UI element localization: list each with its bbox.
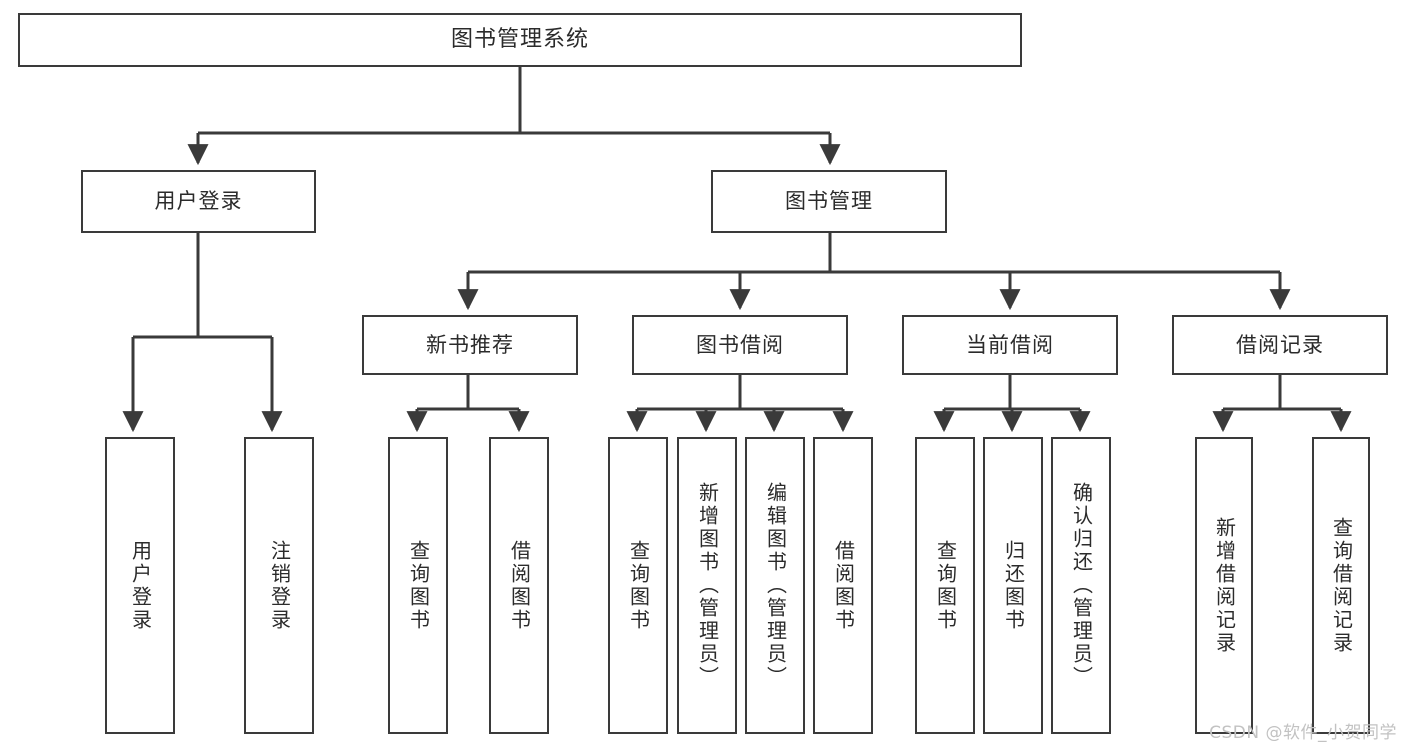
leaf-edit-book-admin[interactable]: 编辑图书（管理员） [745,437,805,734]
node-label: 查询图书 [626,539,651,632]
node-label: 图书借阅 [696,332,784,357]
leaf-logout[interactable]: 注销登录 [244,437,314,734]
node-label: 编辑图书（管理员） [763,482,788,689]
node-label: 当前借阅 [966,332,1054,357]
node-label: 注销登录 [267,539,292,632]
leaf-borrow-book-recommend[interactable]: 借阅图书 [489,437,549,734]
node-current-borrow[interactable]: 当前借阅 [902,315,1118,375]
node-label: 新书推荐 [426,332,514,357]
leaf-borrow-book[interactable]: 借阅图书 [813,437,873,734]
node-label: 查询图书 [406,539,431,632]
leaf-return-book[interactable]: 归还图书 [983,437,1043,734]
node-label: 借阅记录 [1236,332,1324,357]
node-label: 图书管理 [785,189,873,214]
node-borrow-record[interactable]: 借阅记录 [1172,315,1388,375]
leaf-add-borrow-record[interactable]: 新增借阅记录 [1195,437,1253,734]
leaf-query-book-borrow[interactable]: 查询图书 [608,437,668,734]
node-root-book-management-system[interactable]: 图书管理系统 [18,13,1022,67]
leaf-query-borrow-record[interactable]: 查询借阅记录 [1312,437,1370,734]
node-user-login[interactable]: 用户登录 [81,170,316,233]
leaf-query-book-recommend[interactable]: 查询图书 [388,437,448,734]
node-book-management[interactable]: 图书管理 [711,170,947,233]
node-label: 归还图书 [1001,539,1026,632]
node-label: 新增借阅记录 [1212,516,1237,655]
node-label: 图书管理系统 [450,27,589,53]
leaf-add-book-admin[interactable]: 新增图书（管理员） [677,437,737,734]
node-label: 用户登录 [128,539,153,632]
node-label: 借阅图书 [507,539,532,632]
watermark-csdn: CSDN @软件_小贺同学 [1209,723,1397,743]
node-label: 确认归还（管理员） [1069,482,1094,689]
node-label: 新增图书（管理员） [695,482,720,689]
leaf-confirm-return-admin[interactable]: 确认归还（管理员） [1051,437,1111,734]
node-label: 查询图书 [933,539,958,632]
node-book-borrow[interactable]: 图书借阅 [632,315,848,375]
node-label: 查询借阅记录 [1329,516,1354,655]
node-new-book-recommend[interactable]: 新书推荐 [362,315,578,375]
leaf-user-login[interactable]: 用户登录 [105,437,175,734]
leaf-query-book-current[interactable]: 查询图书 [915,437,975,734]
node-label: 借阅图书 [831,539,856,632]
node-label: 用户登录 [154,189,243,214]
